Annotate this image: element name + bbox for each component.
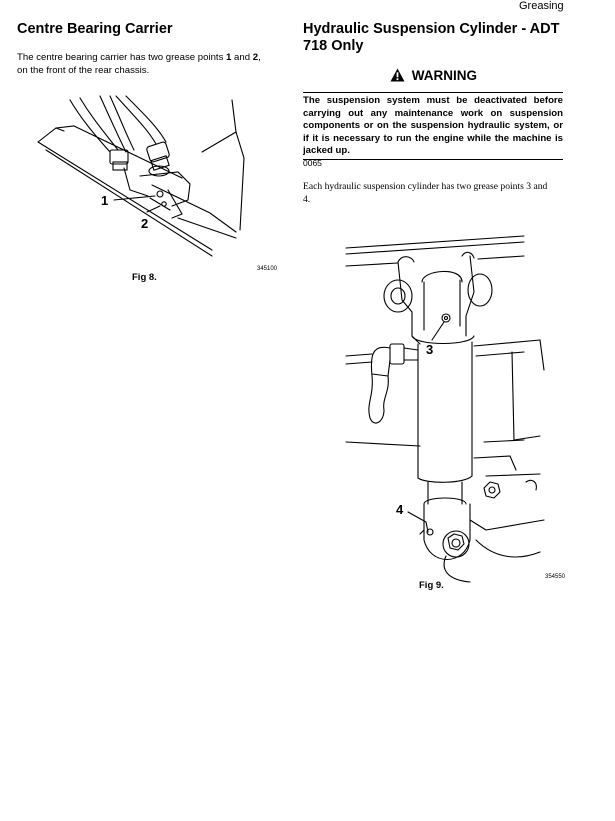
page-title-suspension: Hydraulic Suspension Cylinder - ADT 718 … — [303, 21, 559, 55]
intro-text-b: , — [258, 52, 261, 63]
warning-code: 0065 — [303, 158, 322, 168]
fig8-callout-2: 2 — [141, 216, 149, 231]
fig8-ref-code: 345100 — [257, 266, 278, 272]
title-line2: 718 Only — [303, 38, 364, 54]
fig9-ref-code: 354550 — [545, 574, 566, 580]
point-ref-1: 1 — [226, 52, 232, 63]
warning-triangle-icon — [390, 68, 405, 82]
fig8-callout-1: 1 — [101, 193, 109, 208]
fig9-callout-3: 3 — [426, 342, 434, 357]
point-ref-2: 2 — [252, 52, 259, 63]
suspension-paragraph: Each hydraulic suspension cylinder has t… — [303, 180, 565, 206]
title-line1: Hydraulic Suspension Cylinder - ADT — [303, 21, 560, 37]
para-line1: Each hydraulic suspension cylinder has t… — [303, 181, 548, 192]
fig9-callout-4: 4 — [396, 502, 404, 517]
fig8-caption: Fig 8. — [132, 272, 157, 283]
intro-paragraph: The centre bearing carrier has two greas… — [17, 51, 287, 77]
warning-box: The suspension system must be deactivate… — [303, 92, 563, 160]
para-line2: 4. — [303, 194, 311, 205]
warning-heading-text: WARNING — [411, 68, 478, 83]
warning-text: The suspension system must be deactivate… — [303, 95, 563, 157]
intro-text-a: The centre bearing carrier has two greas… — [17, 52, 227, 63]
page-title-centre-bearing: Centre Bearing Carrier — [17, 21, 173, 37]
intro-line2: on the front of the rear chassis. — [17, 65, 150, 76]
warning-heading: WARNING — [390, 68, 477, 83]
intro-and: and — [231, 52, 253, 63]
fig9-caption: Fig 9. — [419, 580, 444, 591]
section-header: Greasing — [519, 0, 564, 12]
